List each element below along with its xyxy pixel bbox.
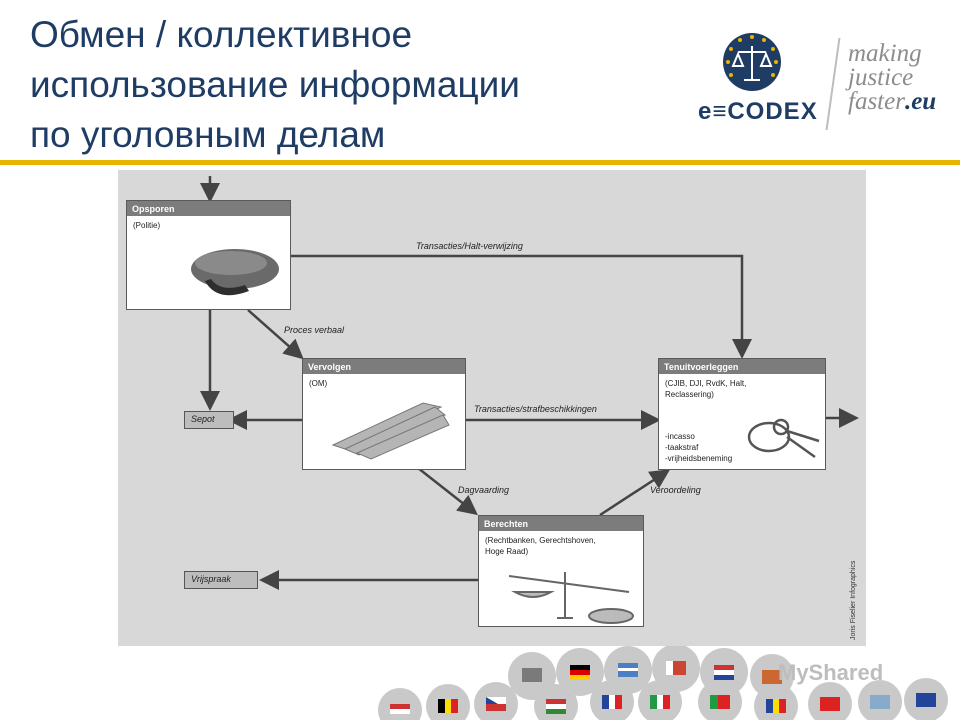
subtitle-line-2: Hoge Raad) (485, 547, 529, 556)
documents-stack-icon (331, 402, 450, 460)
edge-label-transacties-halt: Transacties/Halt-verwijzing (416, 241, 523, 251)
logo-tagline: making justice faster.eu (848, 40, 937, 115)
edge-label-proces-verbaal: Proces verbaal (284, 325, 345, 335)
node-vrijspraak: Vrijspraak (184, 571, 258, 589)
node-tenuitvoerleggen-subtitle: (CJIB, DJI, RvdK, Halt, Reclassering) (659, 374, 825, 404)
edge-label-transacties-straf: Transacties/strafbeschikkingen (474, 404, 597, 414)
node-berechten-subtitle: (Rechtbanken, Gerechtshoven, Hoge Raad) (479, 531, 643, 561)
diagram-credit: Joris Fiselier Infographics (850, 560, 857, 640)
node-berechten: Berechten (Rechtbanken, Gerechtshoven, H… (478, 515, 644, 627)
node-sepot: Sepot (184, 411, 234, 429)
node-opsporen-subtitle: (Politie) (133, 221, 161, 230)
arrow-dagvaarding (417, 467, 478, 516)
list-item: -incasso (665, 432, 695, 441)
node-vervolgen-title: Vervolgen (303, 359, 465, 374)
justice-scales-icon (723, 33, 781, 91)
police-cap-icon (191, 249, 279, 296)
subtitle-line-2: Reclassering) (665, 390, 714, 399)
eu-flags-gears-decoration (378, 646, 948, 720)
node-vervolgen-subtitle: (OM) (309, 379, 328, 388)
title-line-3: по уголовным делам (30, 114, 386, 155)
node-opsporen-title: Opsporen (127, 201, 290, 216)
arrow-veroordeling (599, 469, 671, 517)
watermark: MyShared (778, 660, 884, 685)
node-opsporen: Opsporen (Politie) (126, 200, 291, 310)
node-vervolgen: Vervolgen (OM) (302, 358, 466, 470)
ecodex-wordmark: e≡CODEX (698, 98, 818, 125)
page-title: Обмен / коллективное использование инфор… (30, 10, 670, 160)
subtitle-line-1: (Rechtbanken, Gerechtshoven, (485, 536, 596, 545)
process-diagram: Opsporen (Politie) Vervolgen (OM) Tenuit… (118, 170, 866, 646)
logo-divider (825, 38, 841, 130)
title-line-1: Обмен / коллективное (30, 14, 413, 55)
node-tenuitvoerleggen-items: -incasso -taakstraf -vrijheidsbeneming (665, 431, 732, 464)
node-tenuitvoerleggen-title: Tenuitvoerleggen (659, 359, 825, 374)
diagram-arrows (200, 176, 859, 590)
arrow-proces-verbaal (247, 309, 304, 360)
tagline-line-2: justice (848, 64, 914, 91)
accent-rule (0, 160, 960, 165)
scales-icon (508, 572, 634, 624)
edge-label-dagvaarding: Dagvaarding (458, 485, 510, 495)
keys-icon (747, 418, 820, 459)
tagline-suffix: .eu (904, 88, 937, 115)
tagline-line-1: making (848, 40, 922, 67)
subtitle-line-1: (CJIB, DJI, RvdK, Halt, (665, 379, 747, 388)
tagline-line-3: faster (848, 88, 905, 115)
title-line-2: использование информации (30, 64, 520, 105)
node-tenuitvoerleggen: Tenuitvoerleggen (CJIB, DJI, RvdK, Halt,… (658, 358, 826, 470)
list-item: -taakstraf (665, 443, 699, 452)
ecodex-logo: e≡CODEX making justice faster.eu (690, 30, 950, 135)
arrow-transacties-halt (290, 254, 752, 359)
list-item: -vrijheidsbeneming (665, 454, 733, 463)
node-berechten-title: Berechten (479, 516, 643, 531)
edge-label-veroordeling: Veroordeling (650, 485, 701, 495)
